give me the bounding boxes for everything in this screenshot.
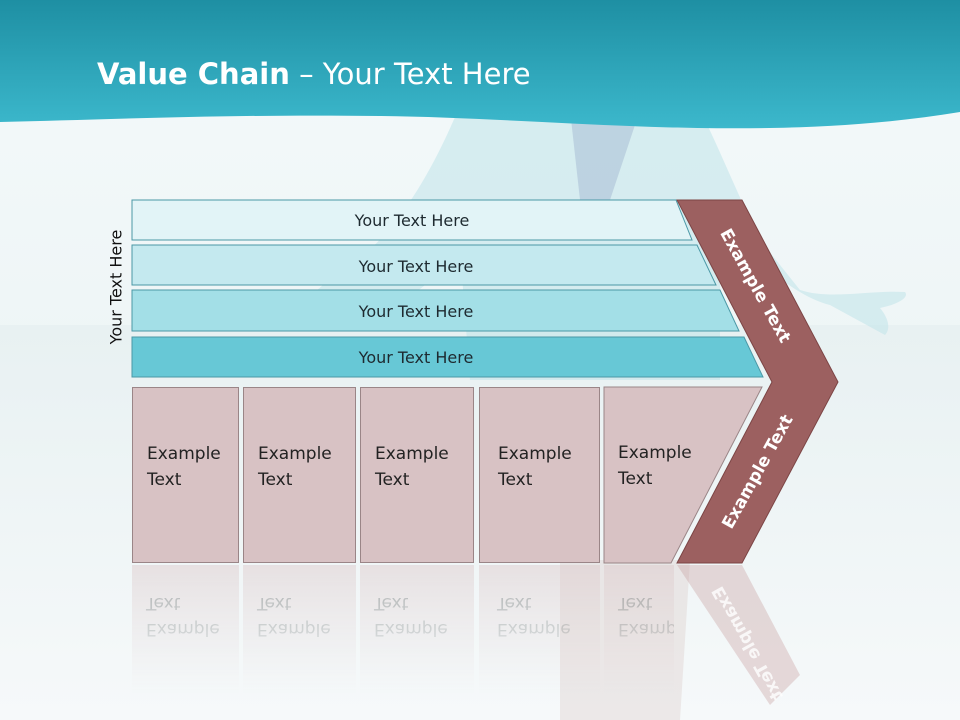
bar-3-label: Your Text Here xyxy=(358,301,474,321)
background-figure-shirt xyxy=(570,110,640,215)
bar-1[interactable]: Your Text Here xyxy=(132,200,692,240)
chevron-shape xyxy=(676,199,839,564)
bar-shape-3 xyxy=(131,289,740,332)
bar-shape-4 xyxy=(131,336,764,378)
slide-title: Value Chain – Your Text Here xyxy=(97,52,531,96)
box-5-polygon xyxy=(603,386,763,564)
bar-2[interactable]: Your Text Here xyxy=(132,246,700,286)
bar-3[interactable]: Your Text Here xyxy=(132,291,700,331)
background-figure-legs xyxy=(560,560,690,720)
bar-2-label: Your Text Here xyxy=(358,256,474,276)
bar-4-label: Your Text Here xyxy=(358,347,474,367)
bar-shape-1 xyxy=(131,199,693,241)
bar-shape-2 xyxy=(131,244,717,286)
chevron-reflection xyxy=(677,565,800,705)
header-wave xyxy=(0,0,960,129)
title-rest: – Your Text Here xyxy=(289,57,531,91)
title-bold: Value Chain xyxy=(97,57,290,91)
bar-1-label: Your Text Here xyxy=(354,210,470,230)
bar-4[interactable]: Your Text Here xyxy=(132,337,700,377)
